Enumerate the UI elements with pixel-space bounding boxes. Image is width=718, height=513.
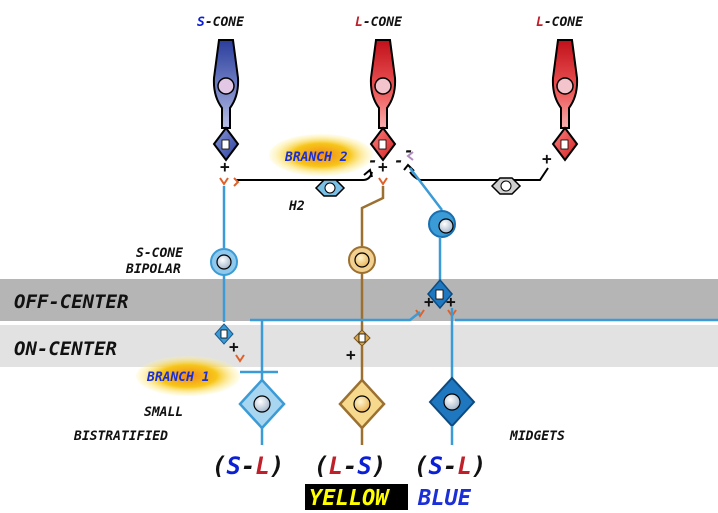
midget-ganglion	[428, 376, 476, 445]
sign-plus-l: +	[378, 157, 388, 176]
h2-label: H2	[288, 199, 305, 214]
sign-plus-right: +	[542, 149, 552, 168]
s-cone-bipolar-label-1: S-CONE	[136, 246, 183, 261]
sign-plus-branch1: +	[229, 337, 239, 356]
cone-title-s: S-CONE	[197, 15, 244, 30]
h2-soma	[314, 179, 346, 197]
sign-minus-l: -	[368, 151, 378, 170]
s-cone-bipolar-label-2: BIPOLAR	[125, 262, 181, 277]
branch2-label: BRANCH 2	[284, 150, 348, 165]
off-center-band	[0, 279, 718, 321]
on-center-band	[0, 325, 718, 367]
small-bistratified-label-2: BISTRATIFIED	[73, 429, 168, 444]
midget-plus-2: +	[446, 292, 456, 311]
opponency-l-minus-s: (L-S)	[314, 452, 386, 480]
yellow-channel-label: YELLOW	[309, 486, 390, 511]
on-center-label: ON-CENTER	[14, 338, 117, 360]
blue-channel-label: BLUE	[417, 486, 472, 511]
synapse-marks	[219, 151, 457, 363]
branch1-highlight	[136, 356, 240, 396]
l-cone-center	[369, 39, 397, 162]
yellow-ganglion	[338, 378, 386, 445]
branch2-highlight	[269, 134, 373, 176]
opponency-s-minus-l-bistrat: (S-L)	[212, 452, 284, 480]
sign-minus-l3: -	[404, 141, 414, 160]
sign-plus-yellow: +	[346, 345, 356, 364]
midget-bipolar	[409, 167, 456, 310]
yellow-label-box	[305, 484, 408, 510]
sign-minus-l2: -	[394, 151, 404, 170]
small-bistratified-label-1: SMALL	[144, 405, 183, 420]
small-bistratified-ganglion	[238, 378, 286, 430]
cone-title-l-1: L-CONE	[355, 15, 402, 30]
midgets-label: MIDGETS	[509, 429, 565, 444]
l-cone-right	[551, 39, 579, 162]
opponency-s-minus-l-midget: (S-L)	[414, 452, 486, 480]
sign-plus-s: +	[220, 157, 230, 176]
off-center-label: OFF-CENTER	[14, 291, 128, 313]
midget-plus-1: +	[424, 292, 434, 311]
cone-title-l-2: L-CONE	[536, 15, 583, 30]
s-cone-bipolar	[210, 186, 238, 345]
branch1-label: BRANCH 1	[146, 370, 210, 385]
s-cone	[212, 39, 240, 162]
h2-soma-right	[490, 177, 522, 195]
l-cone-on-bipolar	[348, 186, 385, 347]
